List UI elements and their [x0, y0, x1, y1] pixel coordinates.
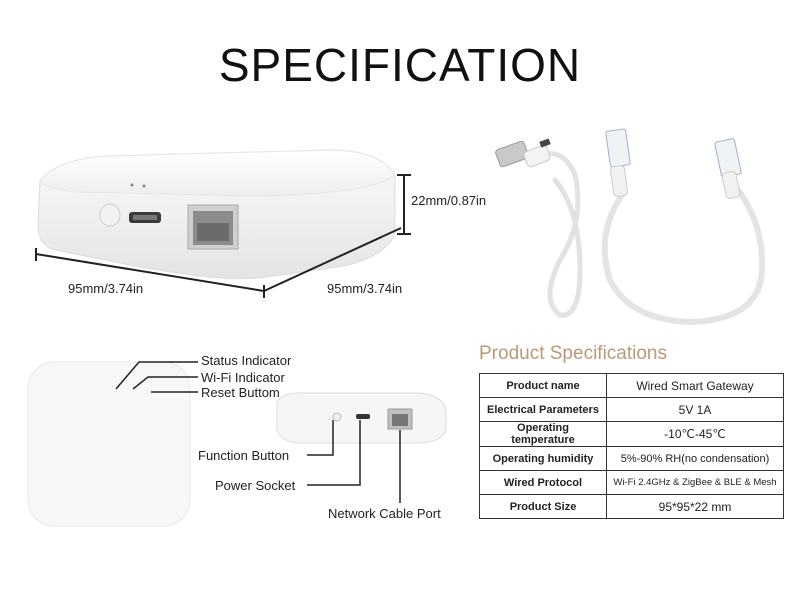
gateway-device-view [37, 149, 396, 280]
spec-value: 5V 1A [606, 397, 784, 422]
table-row: Operating temperature -10℃-45℃ [479, 421, 784, 447]
gateway-top-view [27, 361, 191, 527]
ethernet-plugs [605, 128, 742, 199]
spec-key: Wired Protocol [479, 470, 607, 495]
reset-button-label: Reset Buttom [201, 385, 280, 400]
spec-value: 5%-90% RH(no condensation) [606, 446, 784, 471]
table-row: Electrical Parameters 5V 1A [479, 397, 784, 422]
spec-key: Electrical Parameters [479, 397, 607, 422]
port-pointers [307, 420, 401, 503]
spec-key: Product name [479, 373, 607, 398]
spec-key: Product Size [479, 494, 607, 519]
width-dimension-label-left: 95mm/3.74in [68, 281, 144, 296]
network-port-label: Network Cable Port [328, 506, 441, 521]
page-title: SPECIFICATION [218, 39, 582, 91]
ethernet-cable [601, 187, 766, 326]
spec-value: Wi-Fi 2.4GHz & ZigBee & BLE & Mesh [606, 470, 784, 495]
table-row: Product Size 95*95*22 mm [479, 494, 784, 519]
table-row: Operating humidity 5%-90% RH(no condensa… [479, 446, 784, 471]
spec-value: Wired Smart Gateway [606, 373, 784, 398]
indicator-pointers [115, 361, 198, 393]
function-button-label: Function Button [198, 448, 290, 463]
table-row: Product name Wired Smart Gateway [479, 373, 784, 398]
spec-value: 95*95*22 mm [606, 494, 784, 519]
spec-key: Operating humidity [479, 446, 607, 471]
gateway-front-view [276, 392, 447, 444]
spec-key: Operating temperature [479, 421, 607, 447]
wifi-indicator-label: Wi-Fi Indicator [201, 370, 285, 385]
usb-cable [525, 151, 583, 318]
spec-heading: Product Specifications [479, 343, 667, 364]
spec-value: -10℃-45℃ [606, 421, 784, 447]
dimension-lines [35, 174, 411, 298]
width-dimension-label-right: 95mm/3.74in [327, 281, 403, 296]
status-indicator-label: Status Indicator [201, 353, 292, 368]
spec-table: Product name Wired Smart Gateway Electri… [479, 373, 784, 519]
power-socket-label: Power Socket [215, 478, 296, 493]
usb-plug [495, 138, 551, 168]
height-dimension-label: 22mm/0.87in [411, 193, 487, 208]
table-row: Wired Protocol Wi-Fi 2.4GHz & ZigBee & B… [479, 470, 784, 495]
